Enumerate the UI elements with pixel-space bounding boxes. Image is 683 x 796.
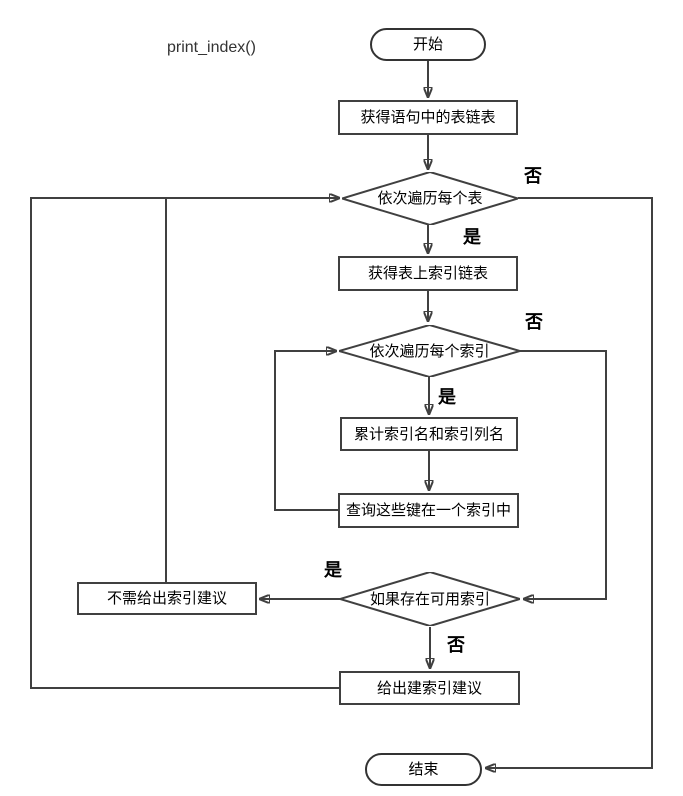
diamond-shape — [342, 172, 518, 225]
function-name-label: print_index() — [167, 39, 256, 56]
start-node: 开始 — [370, 28, 486, 61]
process-get-table-list-label: 获得语句中的表链表 — [360, 109, 496, 126]
diamond-shape — [340, 572, 520, 626]
branch-label-usable-index-yes: 是 — [324, 560, 342, 580]
decision-usable-index-exists-label: 如果存在可用索引 — [369, 590, 490, 608]
process-get-table-list: 获得语句中的表链表 — [338, 100, 518, 135]
branch-label-usable-index-no: 否 — [447, 635, 465, 655]
end-node: 结束 — [365, 753, 482, 786]
branch-label-iterate-tables-yes: 是 — [463, 227, 481, 247]
branch-label-iterate-indexes-yes: 是 — [438, 387, 456, 407]
decision-iterate-tables-label: 依次遍历每个表 — [377, 190, 483, 207]
decision-iterate-tables: 依次遍历每个表 — [342, 172, 518, 225]
process-no-index-suggestion: 不需给出索引建议 — [77, 582, 257, 615]
process-suggest-create-index-label: 给出建索引建议 — [376, 679, 482, 697]
decision-iterate-indexes: 依次遍历每个索引 — [339, 325, 520, 377]
process-suggest-create-index: 给出建索引建议 — [339, 671, 520, 705]
process-accumulate-index-names: 累计索引名和索引列名 — [340, 417, 518, 451]
process-query-keys-in-index: 查询这些键在一个索引中 — [338, 493, 519, 528]
process-accumulate-index-names-label: 累计索引名和索引列名 — [353, 425, 504, 443]
process-get-index-list-label: 获得表上索引链表 — [367, 265, 488, 282]
decision-iterate-indexes-label: 依次遍历每个索引 — [369, 342, 490, 360]
branch-label-iterate-tables-no: 否 — [524, 166, 542, 186]
diamond-shape — [339, 325, 520, 377]
process-get-index-list: 获得表上索引链表 — [338, 256, 518, 291]
process-query-keys-in-index-label: 查询这些键在一个索引中 — [345, 502, 511, 519]
start-node-label: 开始 — [412, 36, 443, 53]
process-no-index-suggestion-label: 不需给出索引建议 — [106, 590, 227, 607]
end-node-label: 结束 — [408, 761, 439, 778]
decision-usable-index-exists: 如果存在可用索引 — [340, 572, 520, 626]
branch-label-iterate-indexes-no: 否 — [525, 312, 543, 332]
